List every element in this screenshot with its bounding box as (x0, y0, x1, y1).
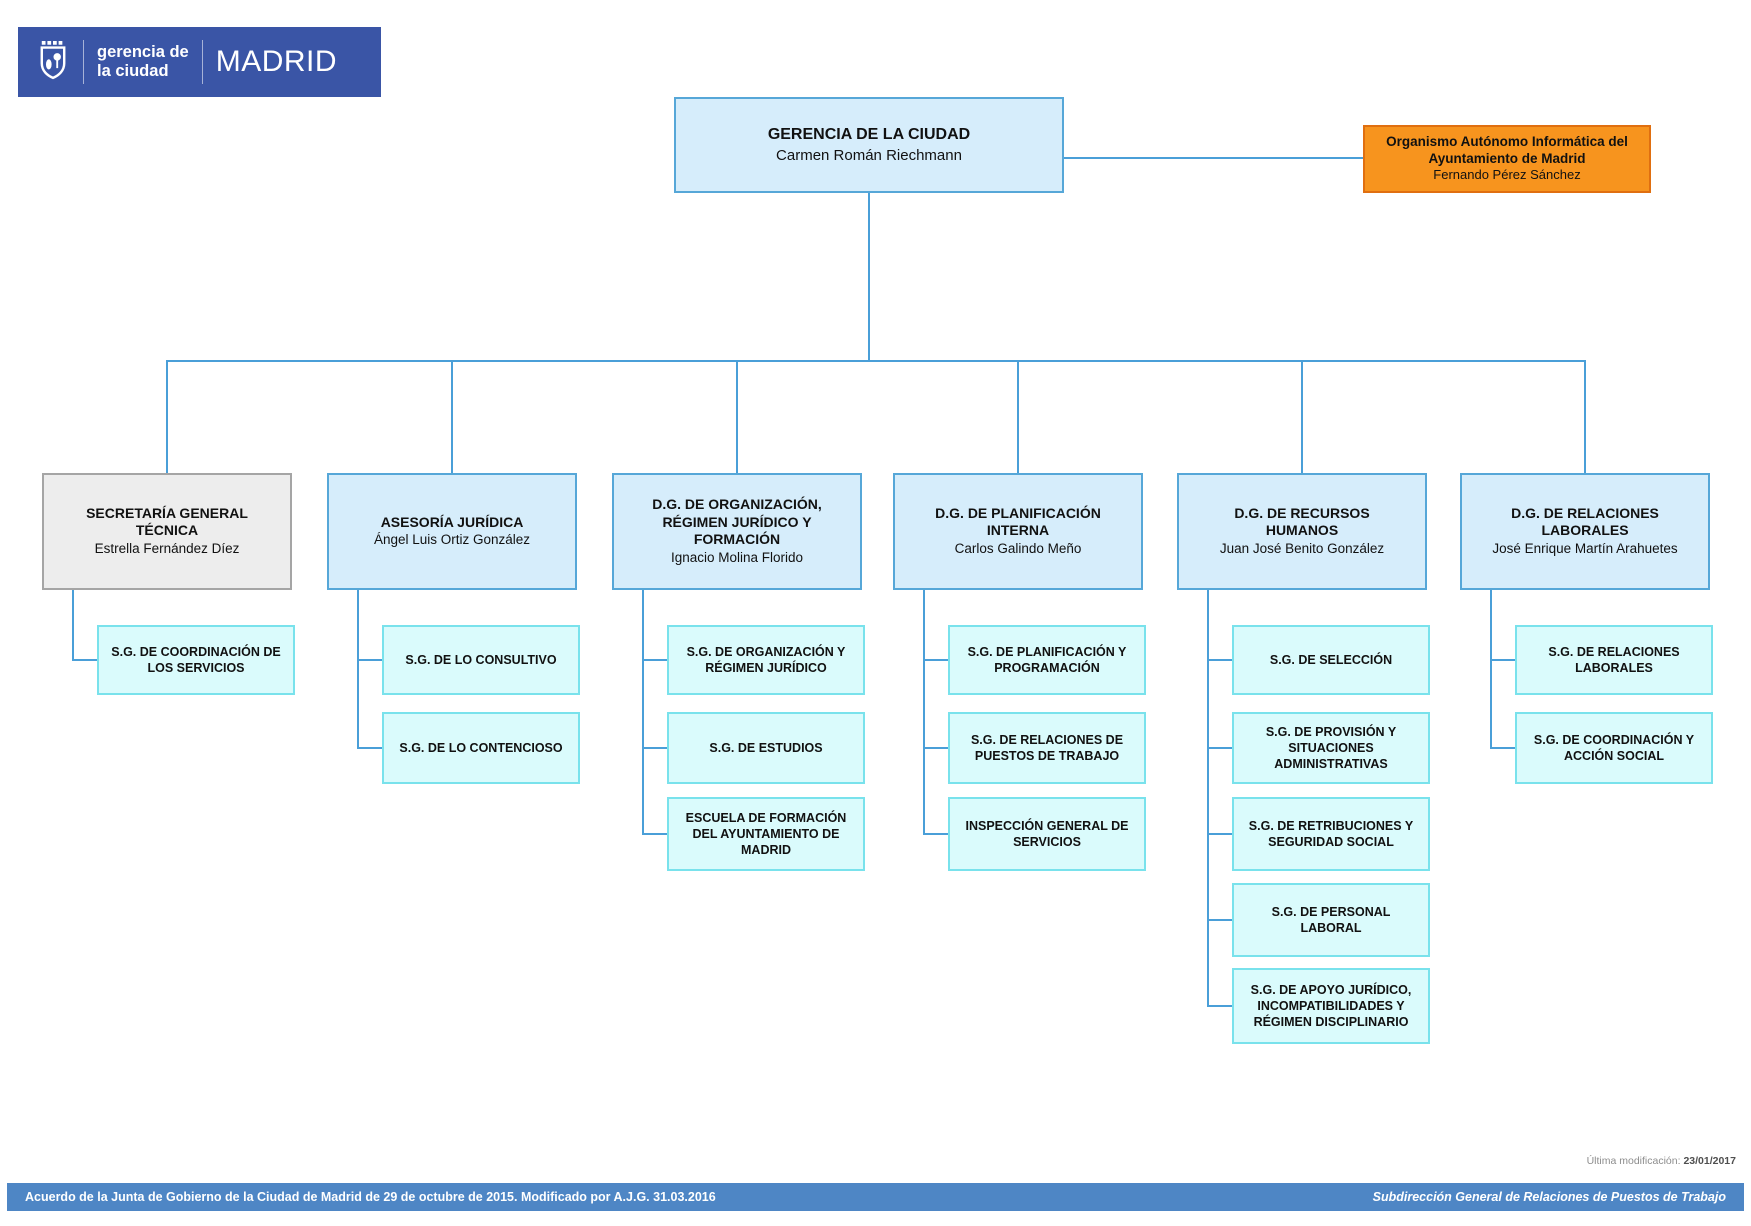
logo-city-name: MADRID (215, 45, 338, 78)
connector-col2 (357, 590, 359, 749)
last-modified-date: 23/01/2017 (1683, 1155, 1736, 1167)
connector-stub (642, 747, 667, 749)
unit-sg-relaciones-laborales: S.G. DE RELACIONES LABORALES (1515, 625, 1713, 695)
node-title: D.G. DE ORGANIZACIÓN, RÉGIMEN JURÍDICO Y… (652, 496, 822, 548)
node-dg-planificacion-interna: D.G. DE PLANIFICACIÓN INTERNA Carlos Gal… (893, 473, 1143, 590)
logo-org-line2: la ciudad (97, 62, 169, 80)
madrid-logo-banner: gerencia de la ciudad MADRID (18, 27, 381, 97)
unit-sg-relaciones-puestos-trabajo: S.G. DE RELACIONES DE PUESTOS DE TRABAJO (948, 712, 1146, 784)
node-secretaria-general-tecnica: SECRETARÍA GENERAL TÉCNICA Estrella Fern… (42, 473, 292, 590)
unit-sg-organizacion-regimen-juridico: S.G. DE ORGANIZACIÓN Y RÉGIMEN JURÍDICO (667, 625, 865, 695)
connector-col4 (923, 590, 925, 835)
connector-stub (1207, 1005, 1232, 1007)
last-modified-note: Última modificación: 23/01/2017 (1587, 1155, 1736, 1167)
logo-divider (83, 40, 84, 84)
node-person: Juan José Benito González (1219, 540, 1385, 556)
connector-stub (357, 659, 382, 661)
connector-stub (642, 833, 667, 835)
unit-sg-seleccion: S.G. DE SELECCIÓN (1232, 625, 1430, 695)
unit-sg-retribuciones-seguridad-social: S.G. DE RETRIBUCIONES Y SEGURIDAD SOCIAL (1232, 797, 1430, 871)
connector-stub (1207, 919, 1232, 921)
unit-inspeccion-general-servicios: INSPECCIÓN GENERAL DE SERVICIOS (948, 797, 1146, 871)
unit-sg-apoyo-juridico: S.G. DE APOYO JURÍDICO, INCOMPATIBILIDAD… (1232, 968, 1430, 1044)
connector-stub (923, 659, 948, 661)
connector-stub (1490, 659, 1515, 661)
connector-rail (166, 360, 1586, 362)
logo-divider-2 (201, 40, 203, 84)
unit-sg-personal-laboral: S.G. DE PERSONAL LABORAL (1232, 883, 1430, 957)
connector-stub (1207, 659, 1232, 661)
connector-stub (1207, 833, 1232, 835)
unit-sg-coordinacion-servicios: S.G. DE COORDINACIÓN DE LOS SERVICIOS (97, 625, 295, 695)
connector-root-drop (868, 193, 870, 361)
node-dg-relaciones-laborales: D.G. DE RELACIONES LABORALES José Enriqu… (1460, 473, 1710, 590)
node-person: Carmen Román Riechmann (776, 146, 962, 164)
connector-stub (1207, 747, 1232, 749)
connector-drop-4 (1017, 360, 1019, 473)
logo-org-line1: gerencia de (97, 43, 189, 62)
connector-drop-3 (736, 360, 738, 473)
unit-sg-planificacion-programacion: S.G. DE PLANIFICACIÓN Y PROGRAMACIÓN (948, 625, 1146, 695)
connector-drop-6 (1584, 360, 1586, 473)
node-title: ASESORÍA JURÍDICA (380, 513, 524, 530)
connector-stub (1490, 747, 1515, 749)
connector-col1 (72, 590, 74, 661)
connector-drop-5 (1301, 360, 1303, 473)
unit-sg-provision-situaciones: S.G. DE PROVISIÓN Y SITUACIONES ADMINIST… (1232, 712, 1430, 784)
node-title: D.G. DE RECURSOS HUMANOS (1234, 504, 1370, 539)
footer-subdireccion-text: Subdirección General de Relaciones de Pu… (1372, 1190, 1726, 1204)
footer-bar: Acuerdo de la Junta de Gobierno de la Ci… (7, 1183, 1744, 1211)
unit-escuela-formacion: ESCUELA DE FORMACIÓN DEL AYUNTAMIENTO DE… (667, 797, 865, 871)
node-person: Estrella Fernández Díez (94, 540, 240, 556)
logo-org-name: gerencia de la ciudad (97, 43, 189, 81)
node-dg-organizacion: D.G. DE ORGANIZACIÓN, RÉGIMEN JURÍDICO Y… (612, 473, 862, 590)
node-gerencia-de-la-ciudad: GERENCIA DE LA CIUDAD Carmen Román Riech… (674, 97, 1064, 193)
node-title: SECRETARÍA GENERAL TÉCNICA (86, 504, 248, 539)
node-organismo-informatica: Organismo Autónomo Informática del Ayunt… (1363, 125, 1651, 193)
node-person: Ignacio Molina Florido (670, 549, 804, 565)
node-person: José Enrique Martín Arahuetes (1492, 540, 1678, 556)
connector-col3 (642, 590, 644, 835)
unit-sg-lo-contencioso: S.G. DE LO CONTENCIOSO (382, 712, 580, 784)
unit-sg-lo-consultivo: S.G. DE LO CONSULTIVO (382, 625, 580, 695)
connector-stub (642, 659, 667, 661)
connector-stub (923, 833, 948, 835)
node-person: Carlos Galindo Meño (954, 540, 1082, 556)
node-dg-recursos-humanos: D.G. DE RECURSOS HUMANOS Juan José Benit… (1177, 473, 1427, 590)
madrid-crest-icon (36, 40, 70, 84)
node-person: Fernando Pérez Sánchez (1433, 167, 1581, 183)
connector-drop-2 (451, 360, 453, 473)
node-title: Organismo Autónomo Informática del Ayunt… (1386, 133, 1628, 166)
node-title: GERENCIA DE LA CIUDAD (767, 125, 971, 143)
unit-sg-estudios: S.G. DE ESTUDIOS (667, 712, 865, 784)
node-person: Ángel Luis Ortiz González (373, 532, 531, 548)
connector-col5 (1207, 590, 1209, 1007)
node-title: D.G. DE RELACIONES LABORALES (1511, 504, 1659, 539)
footer-agreement-text: Acuerdo de la Junta de Gobierno de la Ci… (25, 1190, 716, 1204)
node-title: D.G. DE PLANIFICACIÓN INTERNA (935, 504, 1101, 539)
last-modified-label: Última modificación: (1586, 1155, 1681, 1167)
connector-stub (72, 659, 97, 661)
connector-drop-1 (166, 360, 168, 473)
connector-stub (357, 747, 382, 749)
connector-root-to-autonomous (1064, 157, 1363, 159)
connector-col6 (1490, 590, 1492, 749)
unit-sg-coordinacion-accion-social: S.G. DE COORDINACIÓN Y ACCIÓN SOCIAL (1515, 712, 1713, 784)
connector-stub (923, 747, 948, 749)
node-asesoria-juridica: ASESORÍA JURÍDICA Ángel Luis Ortiz Gonzá… (327, 473, 577, 590)
